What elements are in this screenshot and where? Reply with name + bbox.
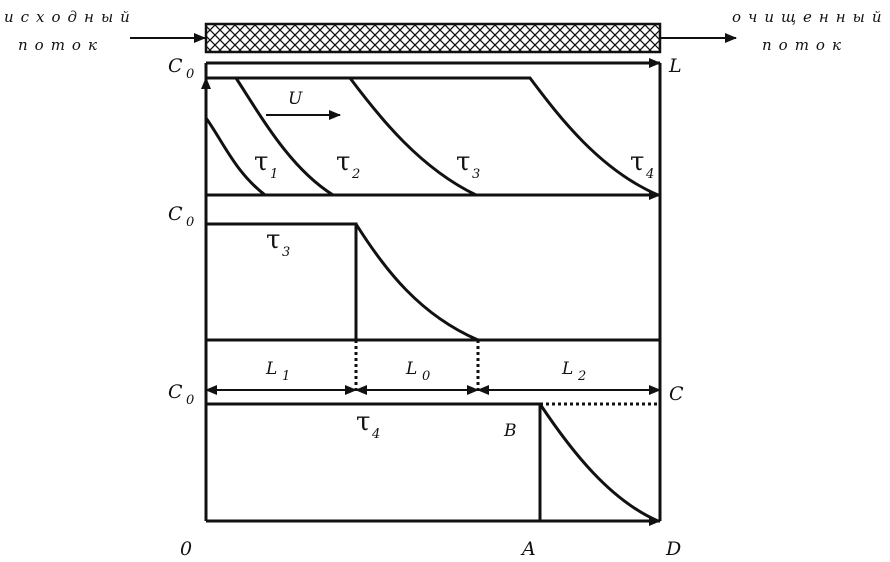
tau1-symbol: τ (254, 147, 268, 177)
adsorbent-column (204, 22, 662, 54)
label-U: U (288, 89, 303, 109)
label-L0-sub: 0 (422, 369, 430, 384)
label-D: D (665, 538, 681, 560)
label-L: L (668, 55, 682, 77)
label-L1: L (265, 359, 277, 379)
front-tau2 (206, 76, 334, 197)
c0-label-2: C (168, 203, 183, 225)
front-tau4 (350, 76, 659, 197)
panel3-tau-symbol: τ (356, 407, 370, 437)
label-L2: L (561, 359, 573, 379)
c0-sub-3: 0 (186, 393, 194, 408)
label-C: C (669, 383, 684, 405)
inflow-caption-line2: поток (18, 36, 104, 54)
outflow-caption-line2: поток (762, 36, 848, 54)
front-tau3 (236, 76, 477, 197)
panel3-front (538, 403, 659, 523)
panel2-front (354, 223, 479, 342)
c0-label-3: C (168, 381, 183, 403)
tau2-symbol: τ (336, 147, 350, 177)
tau4-symbol: τ (630, 147, 644, 177)
tau2-sub: 2 (351, 167, 360, 182)
label-L1-sub: 1 (282, 369, 290, 384)
panel3-tau-sub: 4 (371, 427, 380, 442)
tau3-sub: 3 (472, 167, 480, 182)
outflow-caption-line1: очищенный (732, 8, 889, 26)
label-A: A (520, 538, 536, 560)
label-origin: 0 (180, 538, 192, 560)
panel2-tau-sub: 3 (282, 245, 290, 260)
inflow-caption-line1: исходный (4, 8, 137, 26)
panel2-tau-symbol: τ (266, 225, 280, 255)
tau3-symbol: τ (456, 147, 470, 177)
c0-sub-2: 0 (186, 215, 194, 230)
tau4-sub: 4 (645, 167, 654, 182)
front-tau1 (204, 117, 266, 197)
label-B: B (503, 421, 517, 441)
label-L0: L (405, 359, 417, 379)
c0-sub-1: 0 (186, 67, 194, 82)
c0-label-1: C (168, 55, 183, 77)
panel2-step (206, 222, 358, 340)
tau1-sub: 1 (270, 167, 278, 182)
label-L2-sub: 2 (577, 369, 586, 384)
